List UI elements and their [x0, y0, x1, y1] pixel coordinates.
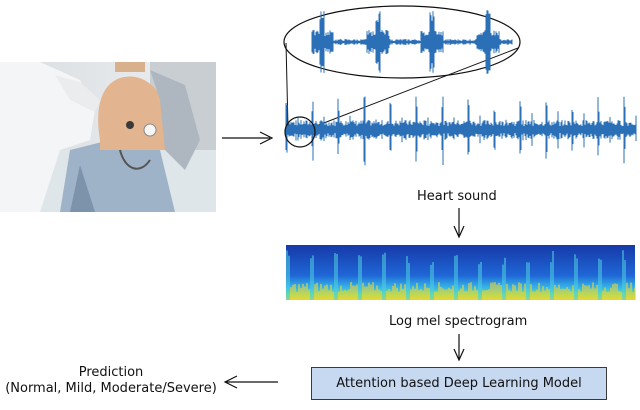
- heart-sound-waveform: [285, 96, 637, 166]
- model-label: Attention based Deep Learning Model: [336, 376, 582, 391]
- spectrogram-label: Log mel spectrogram: [389, 314, 528, 329]
- prediction-classes: (Normal, Mild, Moderate/Severe): [5, 381, 217, 396]
- prediction-title: Prediction: [78, 365, 144, 380]
- zoom-region-circle: [284, 116, 316, 148]
- arrow-model-to-prediction: [223, 375, 278, 389]
- zoom-ellipse: [283, 5, 521, 129]
- heart-sound-label: Heart sound: [417, 189, 497, 204]
- arrow-photo-to-waveform: [222, 131, 274, 145]
- patient-auscultation-photo: [0, 62, 216, 212]
- arrow-waveform-to-spectrogram: [453, 208, 465, 239]
- zoomed-waveform: [311, 10, 513, 74]
- log-mel-spectrogram: [286, 245, 636, 300]
- model-box: Attention based Deep Learning Model: [311, 367, 607, 400]
- arrow-spectrogram-to-model: [453, 334, 465, 362]
